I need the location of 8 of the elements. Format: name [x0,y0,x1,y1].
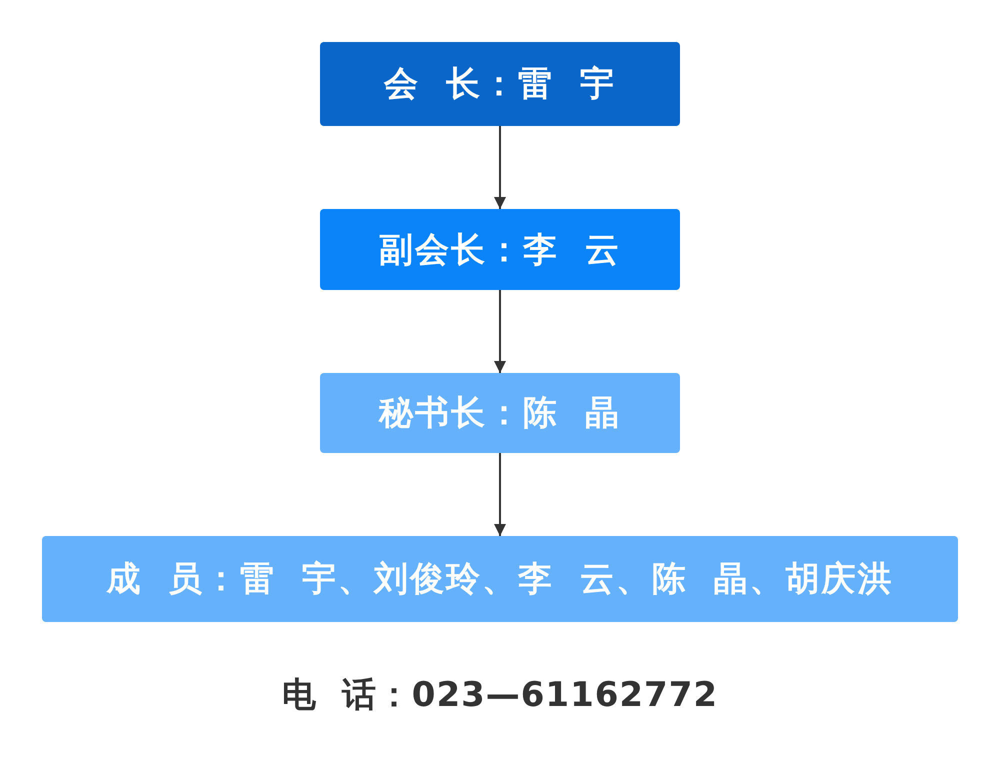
arrow [494,126,506,209]
title-box: 会 长：雷 宇 [320,42,680,126]
title-box: 副会长：李 云 [320,209,680,290]
arrow [494,290,506,373]
title-box: 成 员：雷 宇、刘俊玲、李 云、陈 晶、胡庆洪 [42,536,958,622]
arrow [494,453,506,536]
title-box: 秘书长：陈 晶 [320,373,680,453]
phone-number: 电 话：023—61162772 [282,675,718,715]
